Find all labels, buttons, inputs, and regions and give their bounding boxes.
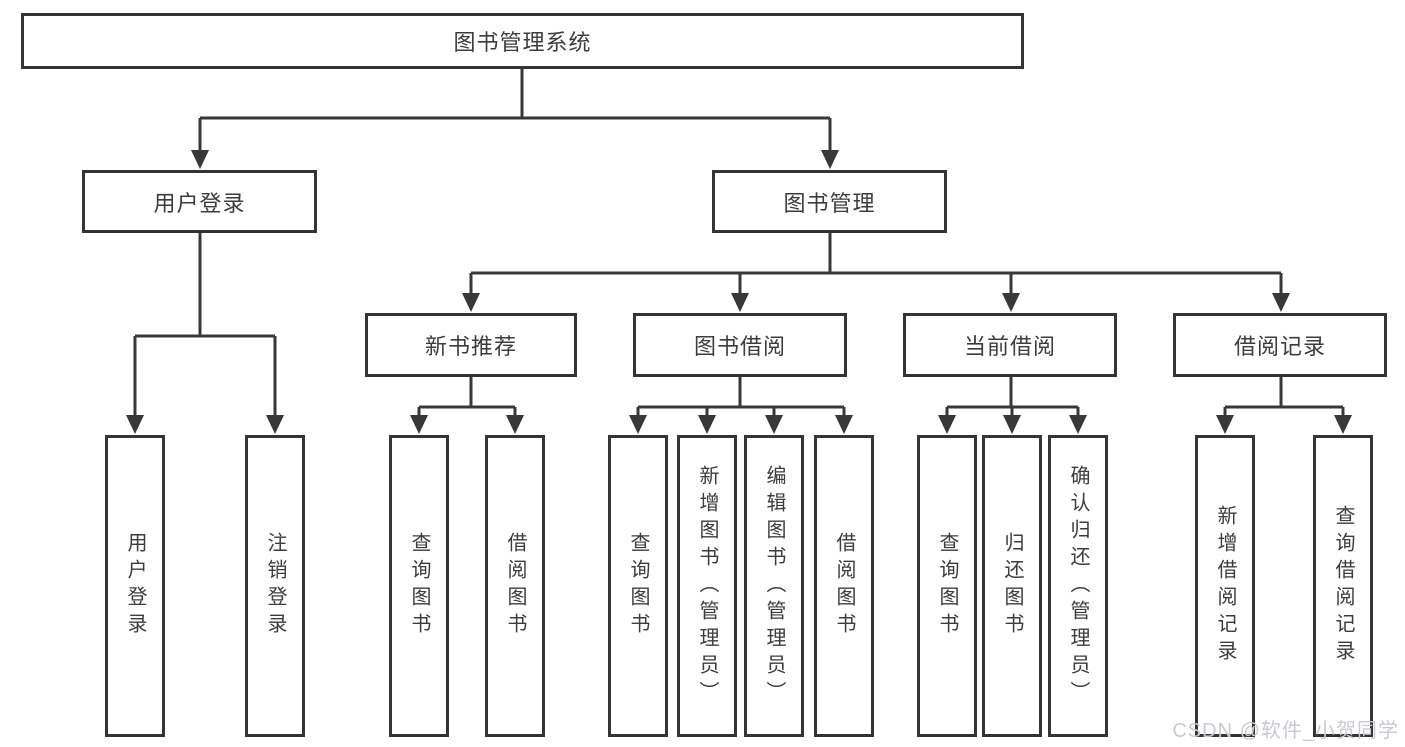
leaf-add-borrow-record: 新增借阅记录 bbox=[1195, 435, 1255, 737]
leaf-return-books: 归还图书 bbox=[982, 435, 1042, 737]
leaf-query-books-current: 查询图书 bbox=[917, 435, 977, 737]
node-new-book-recommendation: 新书推荐 bbox=[365, 313, 577, 377]
arrow-down-icon bbox=[506, 415, 524, 434]
arrow-down-icon bbox=[1003, 415, 1021, 434]
leaf-label: 新增借阅记录 bbox=[1214, 505, 1236, 667]
leaf-label: 查询图书 bbox=[408, 532, 430, 640]
leaf-label: 编辑图书（管理员） bbox=[763, 464, 785, 708]
leaf-label: 查询图书 bbox=[627, 532, 649, 640]
leaf-edit-books-admin: 编辑图书（管理员） bbox=[744, 435, 804, 737]
node-borrowing-records: 借阅记录 bbox=[1173, 313, 1387, 377]
leaf-label: 归还图书 bbox=[1001, 532, 1023, 640]
arrow-down-icon bbox=[1002, 293, 1020, 312]
leaf-label: 确认归还（管理员） bbox=[1067, 464, 1089, 708]
leaf-borrow-books: 借阅图书 bbox=[814, 435, 874, 737]
node-label: 图书借阅 bbox=[693, 334, 786, 359]
leaf-label: 用户登录 bbox=[124, 532, 146, 640]
arrow-down-icon bbox=[835, 415, 853, 434]
node-book-borrowing: 图书借阅 bbox=[633, 313, 847, 377]
node-label: 用户登录 bbox=[153, 190, 246, 216]
arrow-down-icon bbox=[821, 150, 839, 169]
arrow-down-icon bbox=[126, 415, 144, 434]
arrow-down-icon bbox=[191, 150, 209, 169]
node-library-management-system: 图书管理系统 bbox=[21, 13, 1024, 69]
node-label: 新书推荐 bbox=[424, 334, 517, 359]
csdn-watermark: CSDN @软件_小贺同学 bbox=[1172, 720, 1399, 742]
arrow-down-icon bbox=[266, 415, 284, 434]
leaf-label: 借阅图书 bbox=[833, 532, 855, 640]
leaf-user-login: 用户登录 bbox=[105, 435, 165, 737]
arrow-down-icon bbox=[1272, 293, 1290, 312]
leaf-query-books-borrowing: 查询图书 bbox=[608, 435, 668, 737]
node-label: 图书管理 bbox=[783, 190, 876, 216]
leaf-confirm-return-admin: 确认归还（管理员） bbox=[1048, 435, 1108, 737]
leaf-logout: 注销登录 bbox=[245, 435, 305, 737]
leaf-label: 新增图书（管理员） bbox=[696, 464, 718, 708]
leaf-label: 注销登录 bbox=[264, 532, 286, 640]
leaf-add-books-admin: 新增图书（管理员） bbox=[677, 435, 737, 737]
leaf-query-books-recommendation: 查询图书 bbox=[389, 435, 449, 737]
node-current-borrowing: 当前借阅 bbox=[903, 313, 1117, 377]
leaf-label: 查询图书 bbox=[936, 532, 958, 640]
arrow-down-icon bbox=[410, 415, 428, 434]
node-label: 当前借阅 bbox=[963, 334, 1056, 359]
leaf-label: 查询借阅记录 bbox=[1332, 505, 1354, 667]
leaf-label: 借阅图书 bbox=[504, 532, 526, 640]
arrow-down-icon bbox=[1216, 415, 1234, 434]
arrow-down-icon bbox=[765, 415, 783, 434]
arrow-down-icon bbox=[938, 415, 956, 434]
arrow-down-icon bbox=[698, 415, 716, 434]
arrow-down-icon bbox=[462, 293, 480, 312]
node-label: 借阅记录 bbox=[1233, 334, 1326, 359]
leaf-query-borrow-record: 查询借阅记录 bbox=[1313, 435, 1373, 737]
arrow-down-icon bbox=[629, 415, 647, 434]
node-user-login: 用户登录 bbox=[82, 170, 317, 233]
arrow-down-icon bbox=[1334, 415, 1352, 434]
arrow-down-icon bbox=[731, 293, 749, 312]
node-book-management: 图书管理 bbox=[712, 170, 947, 233]
arrow-down-icon bbox=[1069, 415, 1087, 434]
leaf-borrow-books-recommendation: 借阅图书 bbox=[485, 435, 545, 737]
node-label: 图书管理系统 bbox=[453, 30, 592, 55]
